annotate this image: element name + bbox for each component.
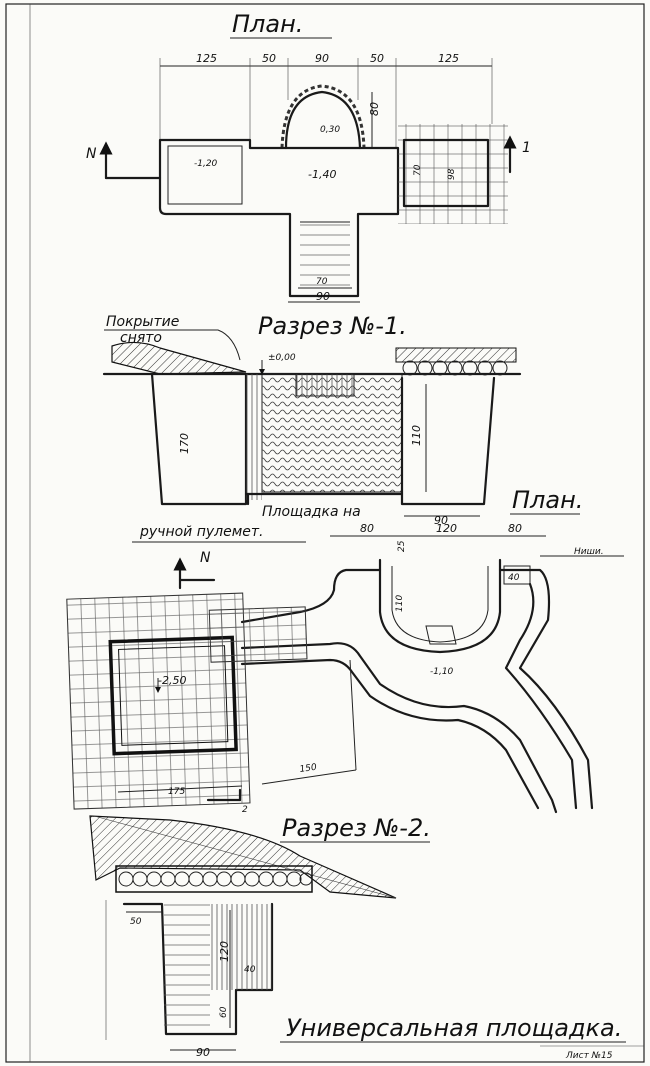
plan-1-level-center: -1,40 bbox=[308, 168, 336, 181]
section-2-log-roof bbox=[118, 871, 313, 887]
section-1-ground-left bbox=[111, 341, 247, 375]
plan-2-trench-lower bbox=[240, 642, 558, 814]
plan-2-dim-175: 175 bbox=[168, 787, 185, 797]
plan-2-dim-80-left: 80 bbox=[360, 522, 374, 535]
plan-2-niche bbox=[503, 565, 531, 585]
platform-label-1: Площадка на bbox=[262, 504, 361, 520]
section-1-dim-90: 90 bbox=[434, 514, 448, 527]
niche-label: Ниши. bbox=[574, 547, 604, 557]
plan-2-level-250: -2,50 bbox=[158, 674, 186, 687]
sheet-number: Лист №15 bbox=[565, 1051, 613, 1061]
plan-1-dim-50-left: 50 bbox=[262, 52, 276, 65]
plan-2-level-110: -1,10 bbox=[430, 667, 454, 677]
plan-1-dim-90-bottom: 90 bbox=[316, 290, 330, 303]
plan-1-dim-90: 90 bbox=[315, 52, 329, 65]
platform-label-2: ручной пулемет. bbox=[139, 524, 264, 540]
plan-1-dim-125-right: 125 bbox=[438, 52, 459, 65]
section-2-dim-40: 40 bbox=[244, 965, 256, 975]
section-1-title: Разрез №-1. bbox=[258, 312, 407, 340]
plan-2: План. Ниши. 80 120 80 25 110 40 -1,10 -2… bbox=[66, 486, 624, 815]
plan-2-dim-40: 40 bbox=[508, 573, 520, 583]
plan-1-north-label: N bbox=[86, 146, 97, 162]
plan-2-dim-110: 110 bbox=[395, 595, 405, 612]
plan-2-dim-25: 25 bbox=[397, 540, 407, 552]
plan-2-grid-platform bbox=[66, 592, 308, 810]
plan-1-top-bay bbox=[284, 90, 362, 150]
plan-1-level-left: -1,20 bbox=[194, 159, 218, 169]
plan-1-dim-50-right: 50 bbox=[370, 52, 384, 65]
section-2-title: Разрез №-2. bbox=[282, 814, 431, 842]
section-1-dim-110: 110 bbox=[410, 425, 423, 446]
section-1-dim-170: 170 bbox=[178, 433, 191, 454]
section-2-dim-120: 120 bbox=[218, 941, 231, 962]
section-2-dim-50: 50 bbox=[130, 917, 142, 927]
plan-2-dim-120: 120 bbox=[436, 522, 457, 535]
section-2-dim-60: 60 bbox=[219, 1006, 229, 1018]
plan-2-north-label: N bbox=[200, 550, 211, 566]
section-1-left-pit bbox=[150, 372, 248, 506]
sheet-frame bbox=[5, 3, 645, 1063]
section-1-right-pit bbox=[400, 376, 496, 506]
section-1-level-000: ±0,00 bbox=[268, 353, 296, 363]
plan-1-dim-98: 98 bbox=[447, 168, 457, 180]
plan-2-trench-right bbox=[498, 568, 594, 810]
plan-1-dim-70: 70 bbox=[413, 164, 423, 176]
plan-1-dim-80: 80 bbox=[368, 102, 381, 116]
plan-2-trench-left-upper bbox=[240, 568, 382, 624]
plan-1-title: План. bbox=[232, 10, 303, 38]
plan-2-dim-80-right: 80 bbox=[508, 522, 522, 535]
section-1-log-roof bbox=[402, 360, 508, 376]
section-1: Разрез №-1. Покрытие снято 170 ±0,00 110… bbox=[102, 312, 522, 543]
plan-1-level-030: 0,30 bbox=[320, 125, 340, 135]
section-2-dim-90: 90 bbox=[196, 1046, 210, 1059]
plan-1-dim-70-bottom: 70 bbox=[316, 277, 328, 287]
plan-2-dim-150: 150 bbox=[299, 763, 318, 775]
plan-1-trench bbox=[158, 138, 400, 298]
main-title: Универсальная площадка. bbox=[286, 1014, 622, 1042]
section-2: Разрез №-2. 50 120 40 60 90 bbox=[89, 814, 431, 1059]
plan-2-emplacement bbox=[378, 558, 502, 654]
plan-2-section-marker: 2 bbox=[242, 805, 248, 815]
cover-removed-line-1: Покрытие bbox=[106, 314, 179, 330]
plan-2-title: План. bbox=[512, 486, 583, 514]
plan-1: План. 125 50 90 50 125 80 0,30 -1,20 -1,… bbox=[86, 10, 531, 303]
plan-1-section-marker: 1 bbox=[522, 140, 531, 156]
plan-1-dim-125-left: 125 bbox=[196, 52, 217, 65]
